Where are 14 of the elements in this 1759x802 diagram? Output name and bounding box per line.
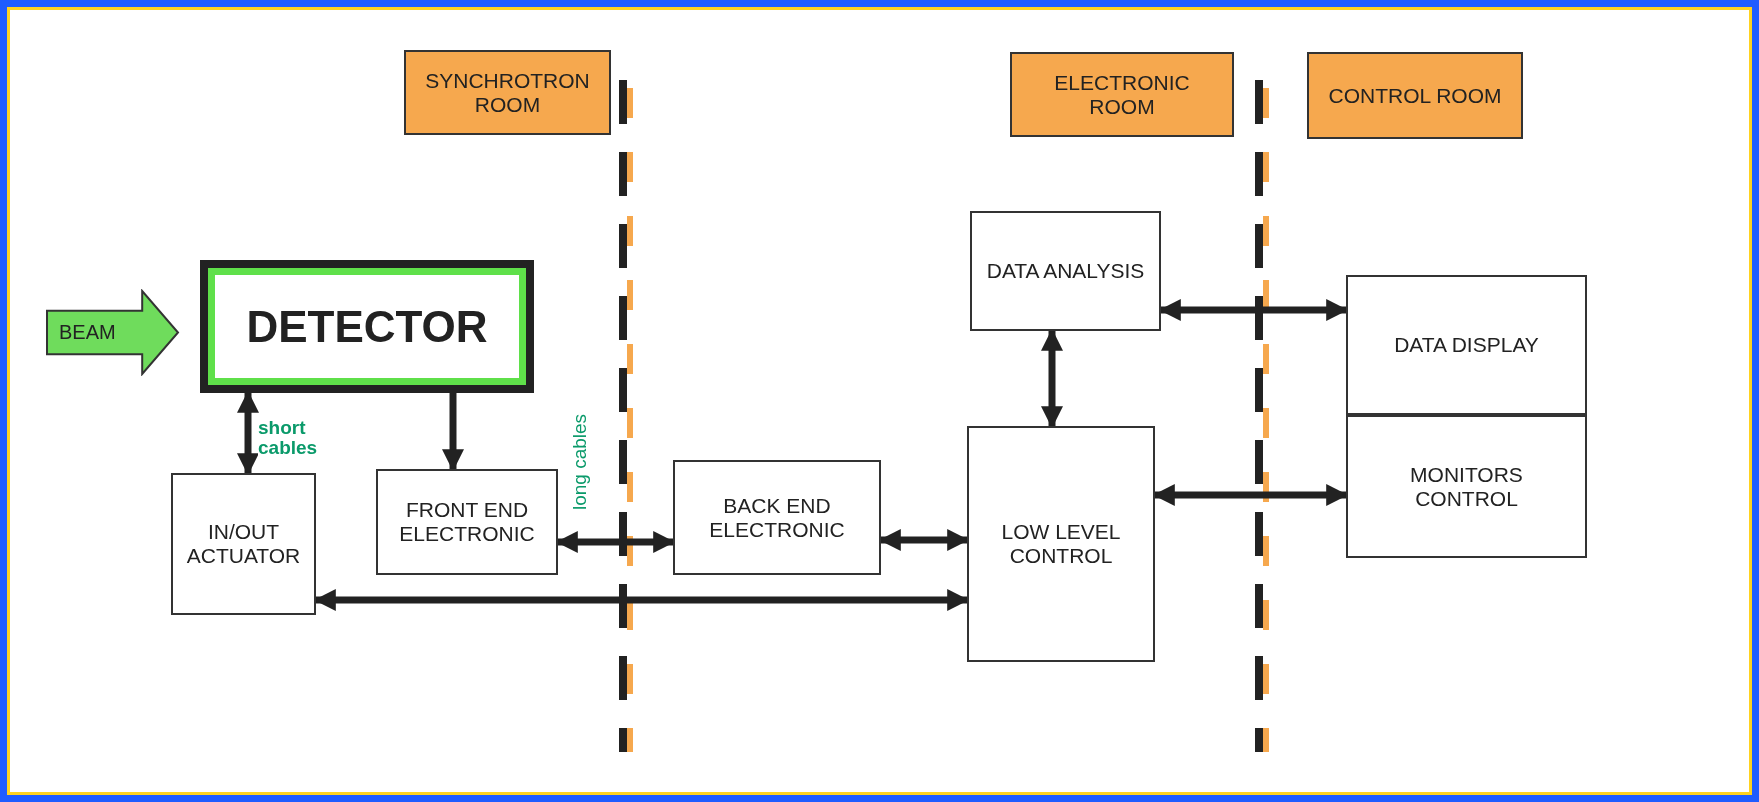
detector-box: DETECTOR (200, 260, 534, 393)
process-box: FRONT END ELECTRONIC (376, 469, 558, 575)
edge-label: long cables (570, 413, 590, 510)
beam-arrow: BEAM (45, 289, 180, 376)
process-box: MONITORS CONTROL (1346, 415, 1587, 558)
process-box: LOW LEVEL CONTROL (967, 426, 1155, 662)
process-box: BACK END ELECTRONIC (673, 460, 881, 575)
room-label: SYNCHROTRON ROOM (404, 50, 611, 135)
room-label: ELECTRONIC ROOM (1010, 52, 1234, 137)
arrow (442, 393, 464, 472)
process-box: DATA DISPLAY (1346, 275, 1587, 415)
room-label: CONTROL ROOM (1307, 52, 1523, 139)
process-box: IN/OUT ACTUATOR (171, 473, 316, 615)
process-box: DATA ANALYSIS (970, 211, 1161, 331)
